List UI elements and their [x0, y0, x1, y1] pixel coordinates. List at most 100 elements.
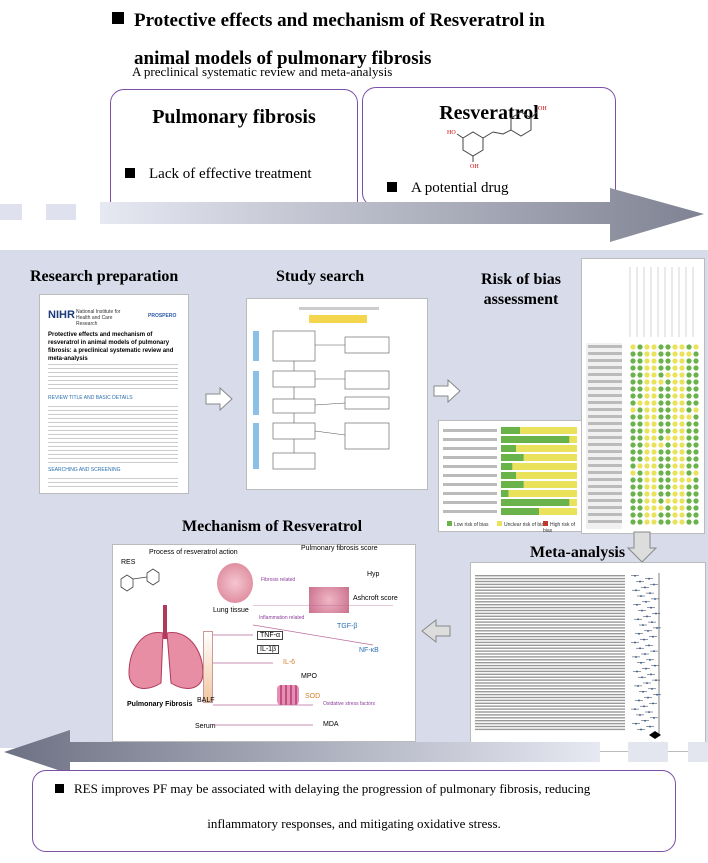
forest-row-text: [475, 624, 625, 626]
rob-study-row: [588, 443, 622, 446]
forest-row-text: [475, 615, 625, 617]
svg-text:HO: HO: [447, 130, 456, 136]
rob-dot: [637, 365, 643, 371]
bullet-icon: [55, 784, 64, 793]
svg-text:OH: OH: [470, 164, 479, 168]
rob-dot: [658, 519, 664, 525]
rob-dot: [644, 407, 650, 413]
rob-domain-label: [443, 510, 497, 513]
search-text-lines: [48, 475, 178, 489]
mda-label: MDA: [323, 721, 339, 728]
rob-dot: [672, 463, 678, 469]
high-risk-swatch: [543, 521, 548, 526]
rob-bar-unclear: [516, 472, 577, 479]
rob-dot: [693, 393, 699, 399]
rob-study-row: [588, 345, 622, 348]
rob-dot: [679, 386, 685, 392]
conclusion-line2: inflammatory responses, and mitigating o…: [207, 816, 501, 831]
rob-dot: [630, 414, 636, 420]
meta-analysis-label: Meta-analysis: [530, 544, 626, 561]
rob-dot: [651, 407, 657, 413]
rob-bar-low: [501, 481, 524, 488]
rob-dot: [665, 498, 671, 504]
hyp-label: Hyp: [367, 571, 380, 578]
rob-dot: [637, 414, 643, 420]
forest-point: [651, 621, 653, 623]
rob-dot: [637, 519, 643, 525]
mechanism-label: Mechanism of Resveratrol: [182, 518, 363, 535]
forest-point: [652, 702, 654, 705]
risk-of-bias-summary: [581, 258, 705, 534]
rob-dot: [644, 372, 650, 378]
forest-row-text: [475, 650, 625, 652]
forest-point: [656, 693, 658, 696]
forest-row-text: [475, 656, 625, 658]
rob-bar-low: [501, 472, 517, 479]
forest-row-text: [475, 633, 625, 635]
arrow-right-icon: [205, 386, 233, 412]
rob-dot: [651, 351, 657, 357]
rob-dot: [672, 344, 678, 350]
rob-dot: [637, 498, 643, 504]
forest-point: [655, 612, 657, 615]
rob-dot: [665, 358, 671, 364]
forest-point: [635, 656, 637, 658]
rob-study-row: [588, 450, 622, 453]
sod-label: SOD: [305, 693, 321, 700]
forest-row-text: [475, 696, 625, 699]
rob-dot: [672, 449, 678, 455]
rob-dot: [651, 372, 657, 378]
conclusion-box: RES improves PF may be associated with d…: [32, 770, 676, 852]
mpo-label: MPO: [301, 673, 317, 680]
rob-dot: [658, 393, 664, 399]
forest-point: [653, 717, 655, 719]
rob-bar-unclear: [512, 463, 577, 470]
rob-dot: [637, 351, 643, 357]
rob-dot: [637, 449, 643, 455]
forest-row-text: [475, 659, 625, 661]
progress-arrow-top: [0, 188, 704, 242]
forest-point: [637, 618, 639, 621]
rob-dot: [630, 442, 636, 448]
rob-dot: [665, 421, 671, 427]
rob-dot: [679, 477, 685, 483]
forest-row-text: [475, 609, 625, 612]
forest-point: [649, 725, 651, 728]
rob-dot: [658, 372, 664, 378]
rob-dot: [679, 428, 685, 434]
rob-dot: [630, 505, 636, 511]
rob-dot: [693, 491, 699, 497]
prisma-caption: [299, 307, 379, 310]
rob-dot: [630, 393, 636, 399]
forest-point: [650, 606, 652, 609]
rob-dot: [637, 386, 643, 392]
rob-study-row: [588, 429, 622, 432]
rob-dot: [630, 379, 636, 385]
forest-point: [647, 630, 649, 632]
rob-dot: [672, 505, 678, 511]
forest-point: [634, 708, 636, 710]
mechanism-figure: Process of resveratrol action Pulmonary …: [112, 544, 416, 742]
rob-dot: [679, 379, 685, 385]
tgf-label: TGF-β: [337, 623, 358, 630]
forest-row-text: [475, 612, 625, 615]
rob-dot: [637, 442, 643, 448]
rob-dot: [686, 358, 692, 364]
rob-dot: [672, 358, 678, 364]
forest-point: [636, 604, 638, 606]
rob-dot: [644, 519, 650, 525]
rob-dot: [658, 435, 664, 441]
histology-image: [309, 587, 349, 613]
forest-point: [641, 676, 643, 679]
prospero-registration-card: NIHR National Institute for Health and C…: [39, 294, 189, 494]
rob-dot: [630, 498, 636, 504]
res-label: RES: [121, 559, 136, 566]
rob-dot: [644, 344, 650, 350]
rob-dot: [658, 491, 664, 497]
rob-bar-low: [501, 445, 517, 452]
rob-dot: [630, 372, 636, 378]
rob-dot: [672, 456, 678, 462]
rob-dot: [651, 435, 657, 441]
rob-dot: [679, 491, 685, 497]
